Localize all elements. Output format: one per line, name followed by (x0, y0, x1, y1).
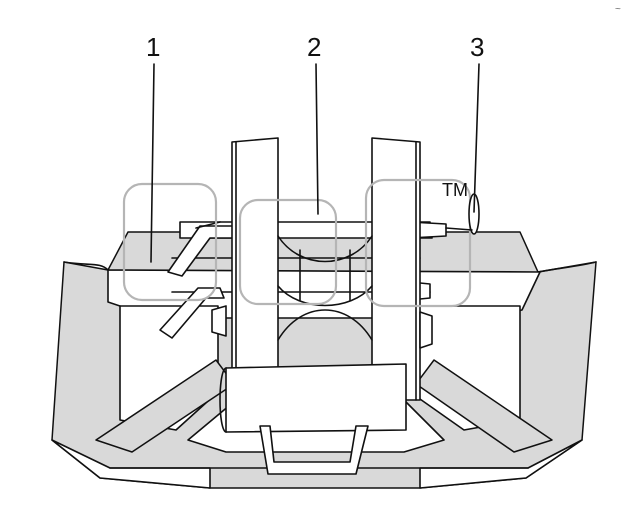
callout-leaders (150, 63, 480, 263)
leader-1 (150, 63, 155, 263)
trademark-symbol: TM (442, 180, 468, 200)
front-block (219, 363, 407, 475)
leader-3 (473, 63, 480, 213)
corner-mark: ~ (615, 4, 621, 15)
locking-pin (445, 193, 480, 235)
callout-1: 1 (146, 32, 160, 62)
callout-2: 2 (307, 32, 321, 62)
leader-2 (315, 63, 319, 215)
callout-3: 3 (470, 32, 484, 62)
watermark-logo: TM (122, 178, 472, 308)
